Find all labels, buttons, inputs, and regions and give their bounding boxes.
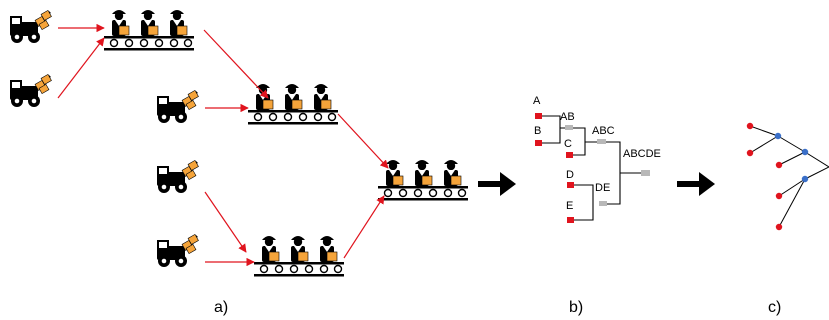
leaf-node [775, 223, 783, 231]
internal-node [597, 139, 606, 144]
internal-label-ab: AB [560, 111, 575, 123]
delivery-truck-icon [8, 73, 53, 109]
arrow-right-icon [478, 172, 516, 196]
leaf-label-a: A [533, 95, 541, 107]
leaf-node [566, 152, 573, 158]
panel-c-nodes [746, 122, 809, 231]
flow-arrow [57, 37, 105, 99]
internal-node [565, 125, 573, 130]
assembly-line-workers-icon [248, 84, 338, 125]
flow-arrow [204, 191, 247, 253]
leaf-label-c: C [564, 138, 572, 150]
internal-label-de: DE [595, 182, 610, 194]
internal-node [599, 201, 607, 206]
leaf-label-e: E [566, 200, 573, 212]
internal-label-abc: ABC [592, 125, 615, 137]
panel-b-dendrogram [540, 115, 641, 221]
leaf-node [746, 149, 754, 157]
leaf-node [775, 192, 783, 200]
internal-node [774, 132, 782, 140]
delivery-truck-icon [155, 89, 200, 125]
leaf-node [535, 113, 542, 119]
internal-label-abcde: ABCDE [623, 148, 661, 160]
flow-arrow [337, 113, 389, 169]
delivery-truck-icon [8, 9, 53, 45]
panel-label-a: a) [214, 299, 228, 316]
flow-arrows [57, 23, 389, 267]
arrow-right-icon [677, 172, 715, 196]
assembly-line-workers-icon [104, 10, 194, 51]
internal-node [641, 170, 650, 176]
internal-node [801, 175, 809, 183]
leaf-label-d: D [566, 169, 574, 181]
panel-a: a) [8, 9, 468, 316]
panel-label-c: c) [768, 299, 781, 316]
leaf-node [535, 140, 542, 146]
leaf-node [775, 161, 783, 169]
leaf-node [567, 217, 574, 223]
leaf-label-b: B [534, 125, 541, 137]
delivery-truck-icon [155, 233, 200, 269]
flow-arrow [203, 29, 269, 99]
panel-b-labels: A B C D E AB ABC DE ABCDE [533, 95, 661, 212]
leaf-node [567, 182, 574, 188]
assembly-line-workers-icon [378, 160, 468, 201]
leaf-node [746, 122, 754, 130]
assembly-line-workers-icon [254, 236, 344, 277]
flow-arrow [343, 195, 385, 259]
panel-b-nodes [535, 113, 650, 223]
delivery-truck-icon [155, 159, 200, 195]
internal-node [801, 148, 809, 156]
panel-label-b: b) [569, 299, 583, 316]
panel-c-tree [749, 125, 829, 228]
